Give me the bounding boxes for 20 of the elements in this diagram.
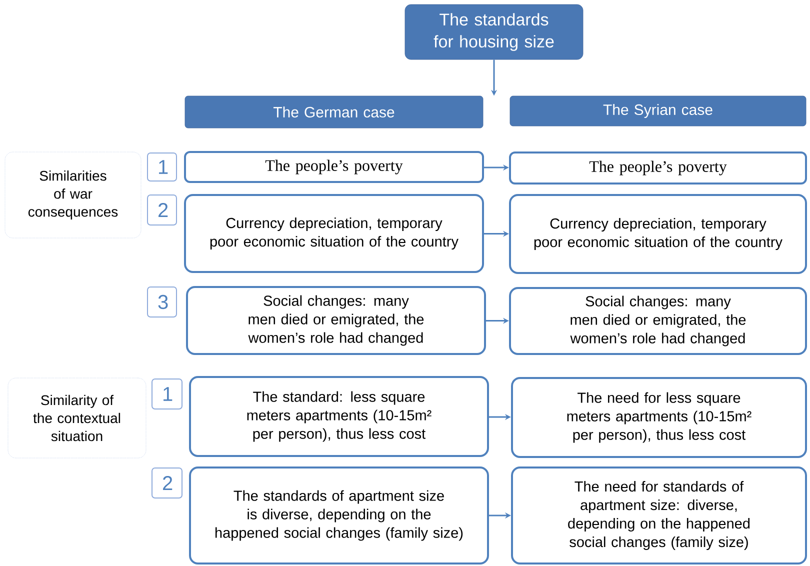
text-box: The standards of apartment size is diverse, depending on the happened social changes (family size) xyxy=(189,466,489,564)
text-box: The people’s poverty xyxy=(509,152,807,184)
text-box: Social changes: many men died or emigrated, the women’s role had changed xyxy=(186,286,486,355)
number-box: 2 xyxy=(147,194,177,226)
text-box: Social changes: many men died or emigrated, the women’s role had changed xyxy=(509,287,807,355)
number-box: 3 xyxy=(147,286,177,318)
text-box: The need for less square meters apartments (10-15m² per person), thus less cost xyxy=(511,377,807,458)
number-box: 2 xyxy=(152,468,182,498)
number-box: 1 xyxy=(152,378,182,410)
text-box: Currency depreciation, temporary poor economic situation of the country xyxy=(184,194,484,273)
title-box: The standards for housing size xyxy=(404,4,584,60)
category-box: Similarities of war consequences xyxy=(4,152,142,238)
text-box: The standard: less square meters apartments (10-15m² per person), thus less cost xyxy=(189,376,489,457)
text-box: The need for standards of apartment size: diverse, depending on the happened social changes (family size) xyxy=(511,466,807,564)
column-header: The German case xyxy=(184,96,484,128)
text-box: Currency depreciation, temporary poor economic situation of the country xyxy=(509,194,807,274)
text-box: The people’s poverty xyxy=(184,151,484,183)
category-box: Similarity of the contextual situation xyxy=(8,378,146,458)
column-header: The Syrian case xyxy=(510,96,806,126)
number-box: 1 xyxy=(147,152,177,182)
